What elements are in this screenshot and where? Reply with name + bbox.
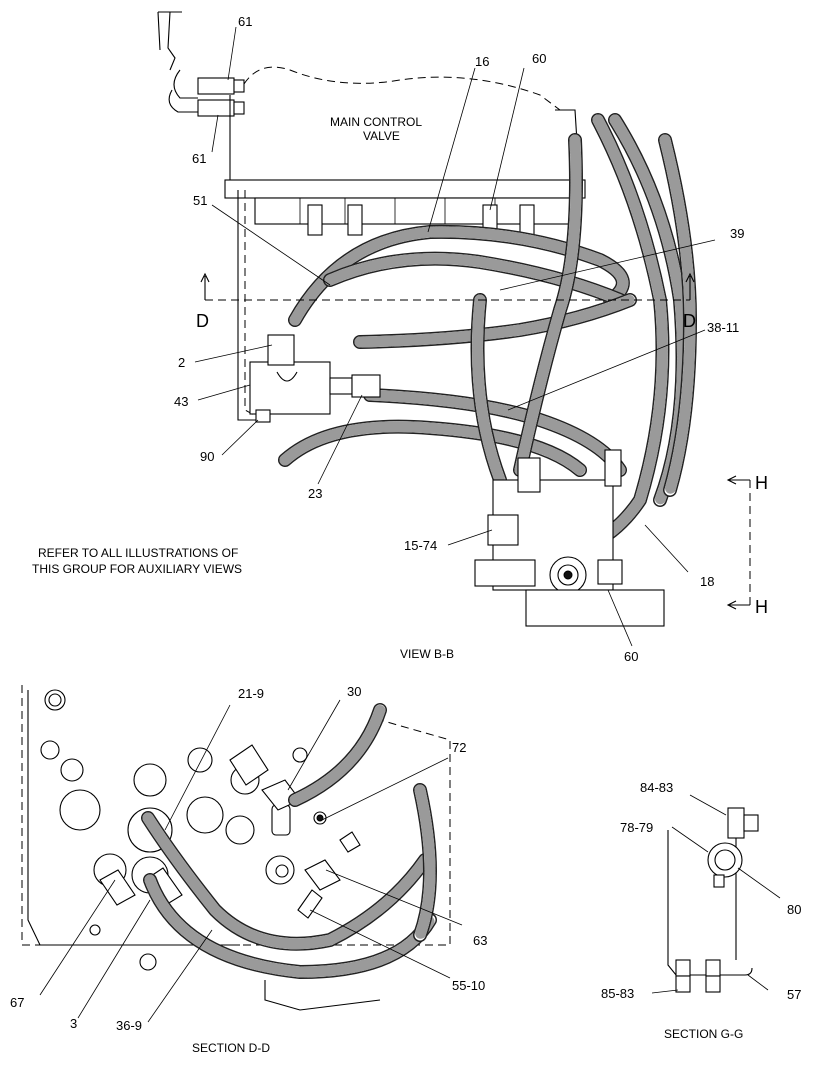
callout-55-10: 55-10: [452, 978, 485, 993]
refer-note-line-2: THIS GROUP FOR AUXILIARY VIEWS: [32, 562, 242, 576]
refer-note-line-1: REFER TO ALL ILLUSTRATIONS OF: [38, 546, 238, 560]
section-dd-title: SECTION D-D: [192, 1041, 270, 1055]
section-h-top-letter: H: [755, 473, 768, 493]
callout-84-83: 84-83: [640, 780, 673, 795]
callout-43: 43: [174, 394, 188, 409]
pump-assembly: [474, 449, 665, 627]
callout-2: 2: [178, 355, 185, 370]
callout-3: 3: [70, 1016, 77, 1031]
hoses-dd: [141, 703, 437, 979]
fitting-61: [168, 69, 245, 117]
callout-60-bottom: 60: [624, 649, 638, 664]
view-bb-drawing: [157, 11, 751, 647]
callout-78-79: 78-79: [620, 820, 653, 835]
section-dd-drawing: [21, 685, 463, 1023]
callout-72: 72: [452, 740, 466, 755]
callout-39: 39: [730, 226, 744, 241]
callout-67: 67: [10, 995, 24, 1010]
callout-38-11: 38-11: [707, 320, 739, 335]
callout-30: 30: [347, 684, 361, 699]
section-gg-title: SECTION G-G: [664, 1027, 743, 1041]
break-line: [157, 11, 182, 71]
callout-57: 57: [787, 987, 801, 1002]
callout-60-top: 60: [532, 51, 546, 66]
manifold-43: [249, 334, 381, 423]
callout-63: 63: [473, 933, 487, 948]
callout-23: 23: [308, 486, 322, 501]
leader-lines-dd: [39, 699, 463, 1023]
section-d-right-letter: D: [683, 311, 696, 331]
leader-lines-bb: [194, 26, 716, 647]
callout-61-bottom: 61: [192, 151, 206, 166]
callout-16: 16: [475, 54, 489, 69]
main-control-valve: [224, 95, 586, 236]
main-control-valve-label-2: VALVE: [363, 129, 400, 143]
callout-80: 80: [787, 902, 801, 917]
callout-15-74: 15-74: [404, 538, 437, 553]
section-line-hh: [726, 475, 751, 610]
callout-51: 51: [193, 193, 207, 208]
callout-labels: 61 61 16 60 MAIN CONTROL VALVE 51 39 38-…: [10, 14, 801, 1055]
section-d-left-letter: D: [196, 311, 209, 331]
hose-bundle: [278, 113, 697, 552]
section-h-bottom-letter: H: [755, 597, 768, 617]
section-gg-drawing: [651, 794, 781, 994]
callout-90: 90: [200, 449, 214, 464]
main-control-valve-label-1: MAIN CONTROL: [330, 115, 422, 129]
view-bb-title: VIEW B-B: [400, 647, 454, 661]
callout-85-83: 85-83: [601, 986, 634, 1001]
valve-outline: [243, 66, 561, 111]
callout-36-9: 36-9: [116, 1018, 142, 1033]
callout-61-top: 61: [238, 14, 252, 29]
callout-21-9: 21-9: [238, 686, 264, 701]
callout-18: 18: [700, 574, 714, 589]
